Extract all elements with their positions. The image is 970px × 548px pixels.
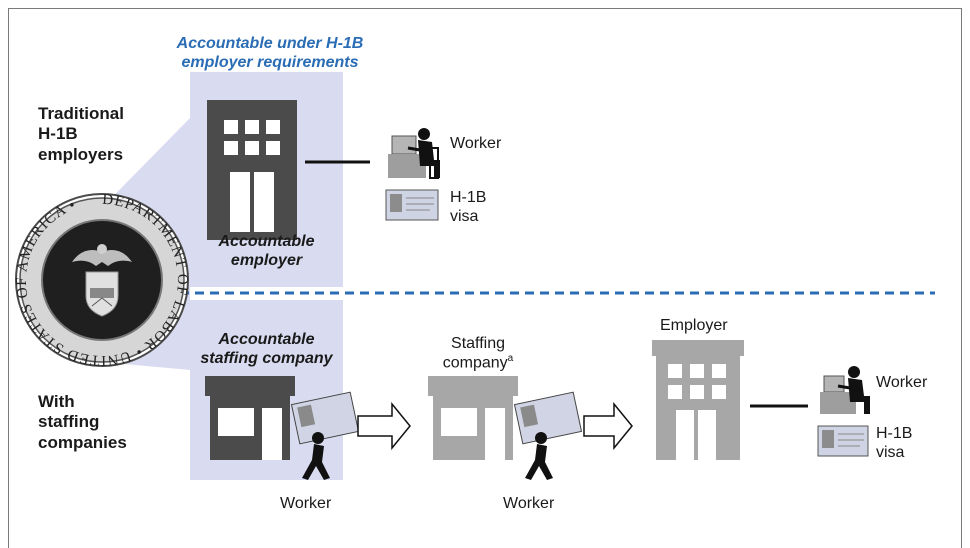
visa-label-bottom-line-1: H-1B (876, 425, 913, 442)
flow-arrow-1 (357, 401, 411, 451)
flow-arrow-2 (583, 401, 633, 451)
h1b-visa-card-icon-2 (817, 425, 869, 457)
accountable-staffing-caption: Accountable staffing company (185, 330, 348, 368)
staffing-company-storefront (428, 376, 518, 460)
traditional-label-line-2: H-1B (38, 124, 78, 144)
staffing-caption-line-2: staffing company (200, 350, 333, 368)
accountable-staffing-storefront (205, 376, 295, 460)
accountable-heading: Accountable under H-1B employer requirem… (150, 34, 390, 72)
staffing-label-line-2: staffing (38, 412, 100, 432)
visa-label-top-line-2: visa (450, 208, 479, 226)
employer-building (652, 340, 744, 460)
dol-seal: DEPARTMENT OF LABOR • UNITED STATES OF A… (14, 192, 189, 368)
traditional-label-line-1: Traditional (38, 104, 124, 123)
visa-label-bottom-line-2: visa (876, 444, 905, 462)
staffing-label-line-1: With (38, 392, 75, 411)
staffing-company-label-line-1: Staffing (451, 335, 505, 352)
worker-at-desk-icon-2 (820, 366, 870, 414)
worker-label-1: Worker (280, 495, 332, 512)
accountable-heading-line-1: Accountable under H-1B (176, 35, 364, 52)
worker-at-desk-icon (388, 128, 440, 179)
visa-label-bottom: H-1B visa (876, 424, 912, 462)
employer-label: Employer (660, 317, 728, 334)
accountable-heading-line-2: employer requirements (181, 54, 359, 72)
footnote-marker: a (507, 353, 514, 365)
figure-frame (8, 8, 962, 548)
staffing-caption-line-1: Accountable (218, 331, 315, 348)
worker-label-2: Worker (503, 495, 555, 512)
staffing-company-label-line-2: company (442, 354, 508, 372)
accountable-employer-caption: Accountable employer (190, 232, 343, 270)
traditional-label-line-3: employers (38, 144, 124, 164)
employer-caption-line-2: employer (230, 252, 303, 270)
staffing-label-line-3: companies (38, 432, 127, 452)
h1b-visa-card-icon (385, 189, 439, 221)
worker-carrying-visa-icon-2 (513, 391, 583, 480)
worker-label-top: Worker (450, 135, 502, 152)
traditional-employer-building (207, 100, 297, 240)
diagram-canvas: DEPARTMENT OF LABOR • UNITED STATES OF A… (14, 72, 935, 480)
worker-label-3: Worker (876, 374, 928, 391)
traditional-row-label: Traditional H-1B employers (38, 104, 124, 165)
worker-carrying-visa-icon (290, 391, 360, 480)
visa-label-top-line-1: H-1B (450, 189, 487, 206)
staffing-row-label: With staffing companies (38, 392, 127, 453)
employer-caption-line-1: Accountable (218, 233, 315, 250)
staffing-company-label: Staffing companya (430, 334, 526, 373)
visa-label-top: H-1B visa (450, 188, 486, 226)
